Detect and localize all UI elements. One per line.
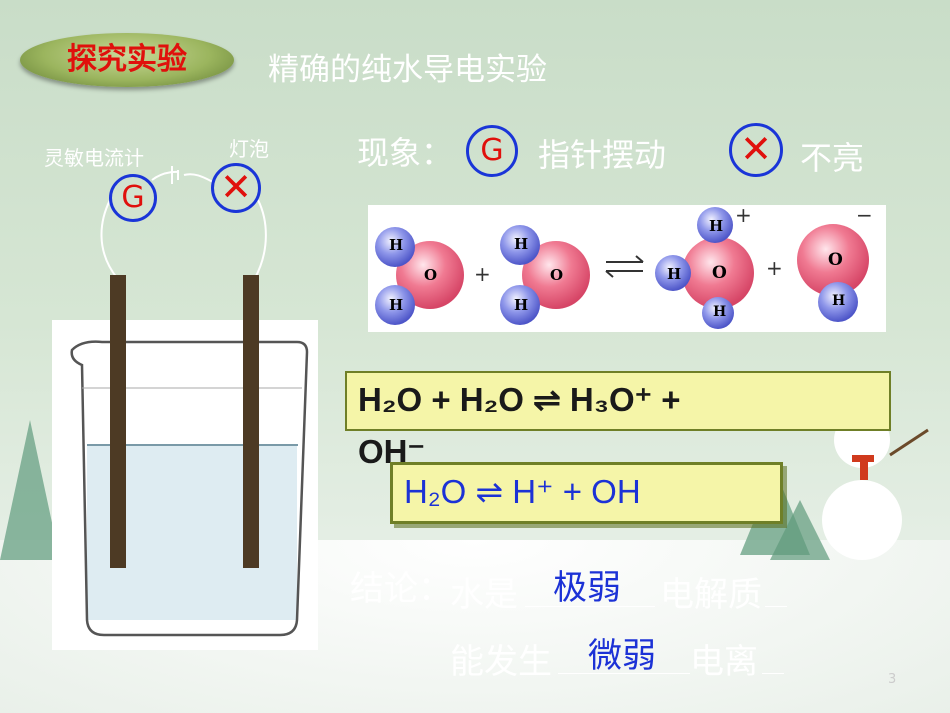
plus-sign-2: + (766, 256, 783, 280)
blank-line-2 (558, 673, 690, 674)
atom-o-2: O (550, 266, 564, 284)
plus-sign-1: + (474, 262, 491, 286)
electrode-right (243, 275, 259, 568)
atom-h-4: H (514, 296, 529, 314)
needle-swing-text: 指针摆动 (538, 136, 667, 174)
atom-o-3: O (712, 263, 727, 283)
bulb-label: 灯泡 (229, 137, 269, 161)
blank-line-1b (765, 606, 787, 607)
atom-o-1: O (424, 266, 438, 284)
conclusion-line1-suffix: 电解质 (660, 575, 762, 615)
atom-h-1: H (389, 236, 404, 254)
answer-very-weak: 极弱 (553, 568, 621, 608)
equation-1-box (345, 371, 891, 431)
equilibrium-arrow-icon (605, 255, 644, 278)
conclusion-label: 结论： (350, 569, 452, 609)
galvanometer-label: 灵敏电流计 (44, 146, 144, 170)
not-lit-text: 不亮 (800, 139, 865, 177)
phenomenon-label: 现象： (357, 134, 454, 172)
conclusion-line1-prefix: 水是 (450, 575, 518, 615)
slide-number: 3 (888, 672, 897, 687)
beaker-drawing (70, 340, 309, 637)
answer-slight: 微弱 (588, 636, 656, 676)
snowman-body (822, 480, 902, 560)
bulb-icon: ✕ (211, 163, 261, 213)
conclusion-line2-prefix: 能发生 (450, 642, 552, 682)
atom-h-6: H (667, 265, 682, 283)
hydronium-ion (655, 207, 754, 329)
equation-2-text: H₂O ⇌ H⁺ + OH (404, 473, 641, 510)
tree-left (0, 420, 60, 560)
equation-2-box (390, 462, 783, 524)
atom-h-2: H (389, 296, 404, 314)
electrode-left (110, 275, 126, 568)
tree-right-2 (770, 500, 830, 560)
section-badge-label: 探究实验 (67, 42, 187, 77)
cross-icon-2: ✕ (740, 127, 772, 171)
bulb-off-icon: ✕ (729, 123, 783, 177)
atom-h-5: H (709, 217, 724, 235)
minus-charge: − (856, 203, 873, 227)
blank-line-1 (525, 606, 655, 607)
galvanometer-icon-2: G (466, 125, 518, 177)
water-molecule-2 (500, 225, 590, 325)
equation-1-line1: H₂O + H₂O ⇌ H₃O⁺ + (358, 381, 681, 418)
hydroxide-ion (797, 224, 869, 322)
cross-icon: ✕ (220, 165, 252, 209)
conclusion-line2-suffix: 电离 (690, 642, 758, 682)
atom-h-3: H (514, 235, 529, 253)
atom-h-8: H (832, 293, 846, 309)
atom-h-7: H (713, 304, 727, 320)
atom-o-4: O (828, 250, 843, 270)
slide-title: 精确的纯水导电实验 (268, 52, 547, 88)
blank-line-2b (762, 673, 784, 674)
plus-charge: + (735, 203, 752, 227)
galvanometer-icon: G (109, 174, 157, 222)
water-molecule-1 (375, 227, 464, 325)
molecule-diagram (375, 207, 869, 329)
beaker-outline (70, 340, 309, 637)
section-badge (20, 33, 234, 87)
